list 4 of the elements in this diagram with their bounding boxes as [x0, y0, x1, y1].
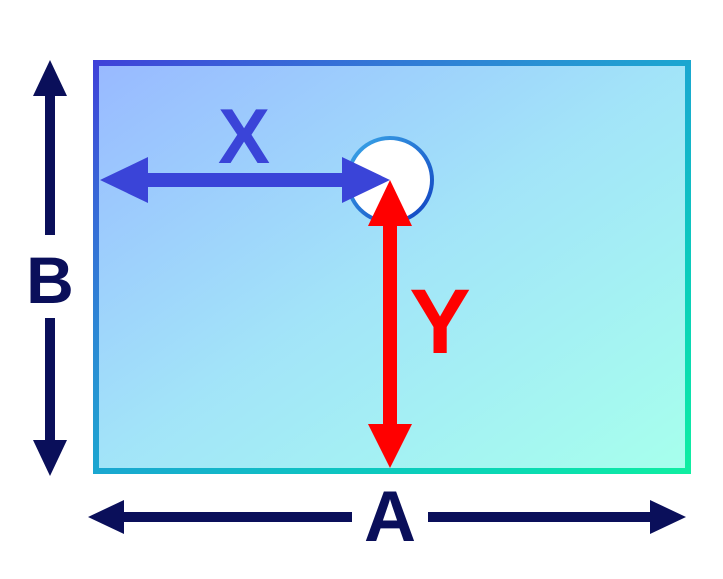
dimension-label: B	[26, 247, 74, 313]
dimension-label: Y	[409, 276, 471, 368]
dimension-label: X	[218, 97, 270, 175]
dimension-label: A	[364, 481, 416, 553]
